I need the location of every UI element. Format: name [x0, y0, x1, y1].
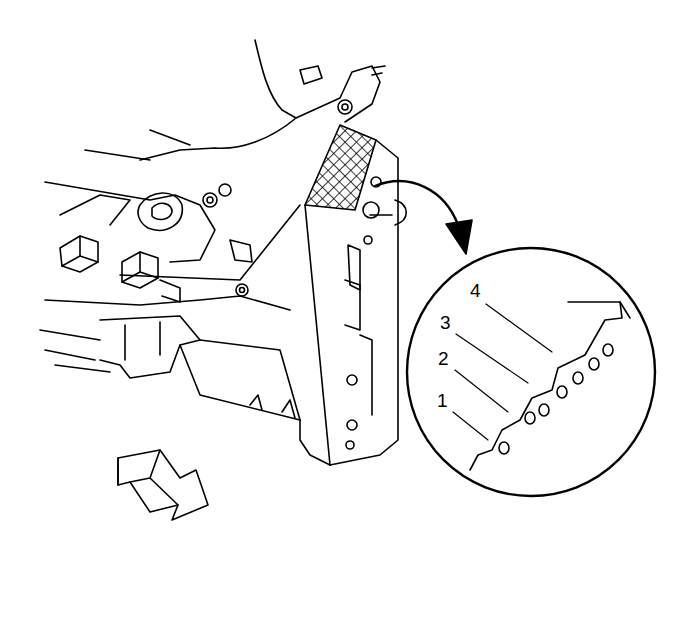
callout-number: 1 — [435, 390, 450, 411]
callout-number: 3 — [438, 312, 453, 333]
callout-number: 2 — [436, 348, 451, 369]
callout-number: 4 — [468, 280, 483, 301]
